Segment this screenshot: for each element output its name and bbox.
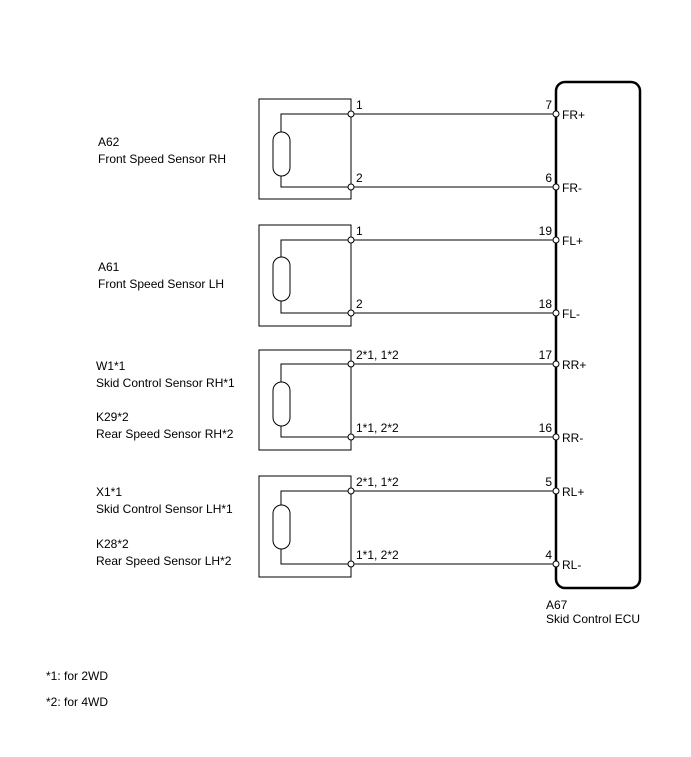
- sensor-pin-bottom-label: 1*1, 2*2: [356, 548, 399, 562]
- sensor-pin-top-dot: [347, 487, 355, 495]
- sensor-connector-code-4wd: K28*2: [96, 537, 129, 551]
- coil-symbol: [272, 256, 291, 302]
- sensor-name: Front Speed Sensor LH: [98, 277, 224, 291]
- sensor-connector-code-4wd: K29*2: [96, 410, 129, 424]
- ecu-pin-bottom-number: 16: [539, 421, 553, 435]
- sensor-pin-top-dot: [347, 110, 355, 118]
- ecu-terminal-top: RR+: [562, 358, 586, 372]
- footnote-2wd: *1: for 2WD: [46, 669, 108, 683]
- ecu-terminal-top: FR+: [562, 108, 585, 122]
- ecu-pin-bottom-dot: [552, 309, 560, 317]
- sensor-pin-top-label: 1: [356, 224, 363, 238]
- ecu-pin-top-dot: [552, 487, 560, 495]
- sensor-pin-top-dot: [347, 236, 355, 244]
- sensor-pin-top-label: 2*1, 1*2: [356, 348, 399, 362]
- sensor-name: Front Speed Sensor RH: [98, 152, 226, 166]
- sensor-x1-k28: 2*1, 1*2 1*1, 2*2 5 4 RL+ RL- X1*1 Skid …: [96, 475, 584, 578]
- ecu-pin-top-number: 5: [545, 475, 552, 489]
- sensor-pin-bottom-label: 2: [356, 297, 363, 311]
- sensor-w1-k29: 2*1, 1*2 1*1, 2*2 17 16 RR+ RR- W1*1 Ski…: [96, 348, 586, 451]
- coil-lead: [280, 363, 351, 438]
- ecu-terminal-top: FL+: [562, 234, 583, 248]
- sensor-name-4wd: Rear Speed Sensor RH*2: [96, 427, 234, 441]
- sensor-name-2wd: Skid Control Sensor LH*1: [96, 502, 233, 516]
- footnote-4wd: *2: for 4WD: [46, 695, 108, 709]
- sensor-name-4wd: Rear Speed Sensor LH*2: [96, 554, 232, 568]
- ecu-pin-bottom-dot: [552, 560, 560, 568]
- sensor-connector-code: A62: [98, 135, 120, 149]
- coil-symbol: [272, 131, 291, 177]
- ecu-body: [554, 80, 642, 590]
- ecu-pin-top-dot: [552, 110, 560, 118]
- ecu-terminal-bottom: RR-: [562, 431, 583, 445]
- sensor-a61: 1 2 19 18 FL+ FL- A61 Front Speed Sensor…: [98, 224, 583, 327]
- sensor-connector-code-2wd: X1*1: [96, 485, 122, 499]
- sensor-housing: [258, 475, 352, 578]
- sensor-name-2wd: Skid Control Sensor RH*1: [96, 376, 235, 390]
- sensor-pin-bottom-dot: [347, 433, 355, 441]
- ecu-connector-code: A67: [546, 598, 568, 612]
- ecu-terminal-bottom: FR-: [562, 181, 582, 195]
- sensor-pin-top-dot: [347, 360, 355, 368]
- sensor-pin-bottom-dot: [347, 560, 355, 568]
- coil-symbol: [272, 381, 291, 427]
- ecu-pin-bottom-dot: [552, 433, 560, 441]
- sensor-pin-bottom-label: 1*1, 2*2: [356, 421, 399, 435]
- sensor-pin-bottom-dot: [347, 309, 355, 317]
- ecu-terminal-top: RL+: [562, 485, 584, 499]
- ecu-pin-top-dot: [552, 236, 560, 244]
- ecu-pin-bottom-dot: [552, 183, 560, 191]
- sensor-connector-code-2wd: W1*1: [96, 359, 126, 373]
- coil-lead: [280, 239, 351, 314]
- ecu-pin-bottom-number: 4: [545, 548, 552, 562]
- ecu-terminal-bottom: FL-: [562, 307, 580, 321]
- ecu-pin-top-number: 7: [545, 98, 552, 112]
- ecu-name: Skid Control ECU: [546, 612, 640, 626]
- coil-lead: [280, 113, 351, 188]
- ecu-pin-top-number: 19: [539, 224, 553, 238]
- coil-symbol: [272, 504, 291, 550]
- sensor-housing: [258, 98, 352, 200]
- ecu-pin-top-number: 17: [539, 348, 553, 362]
- sensor-pin-bottom-dot: [347, 183, 355, 191]
- coil-lead: [280, 490, 351, 565]
- sensor-housing: [258, 224, 352, 327]
- ecu-terminal-bottom: RL-: [562, 558, 581, 572]
- sensor-pin-top-label: 2*1, 1*2: [356, 475, 399, 489]
- ecu-pin-bottom-number: 18: [539, 297, 553, 311]
- sensor-pin-top-label: 1: [356, 98, 363, 112]
- sensor-connector-code: A61: [98, 260, 120, 274]
- sensor-pin-bottom-label: 2: [356, 171, 363, 185]
- ecu-pin-top-dot: [552, 360, 560, 368]
- sensor-a62: 1 2 7 6 FR+ FR- A62 Front Speed Sensor R…: [98, 98, 585, 200]
- sensor-housing: [258, 349, 352, 451]
- ecu-pin-bottom-number: 6: [545, 171, 552, 185]
